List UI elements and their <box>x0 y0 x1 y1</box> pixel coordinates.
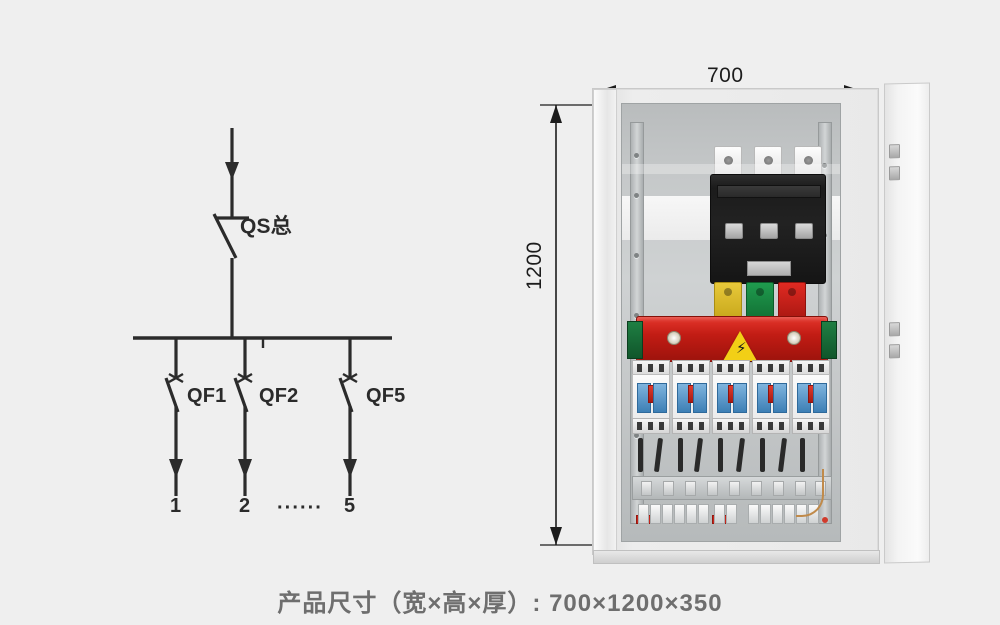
breaker-screw-icon <box>795 223 813 239</box>
distribution-busbar: ⚡ <box>627 316 837 362</box>
main-circuit-breaker <box>710 174 826 284</box>
breaker-bottom-terminals <box>712 418 750 434</box>
branch-1-cross-b <box>168 372 184 384</box>
phase-connector-green <box>746 282 774 318</box>
branch-2-cross-b <box>237 372 253 384</box>
outgoing-cable <box>678 438 683 472</box>
qs-blade <box>212 213 238 259</box>
cabinet-door-left <box>593 89 617 556</box>
door-hinge-icon <box>889 322 900 337</box>
main-terminal-l3 <box>794 146 822 178</box>
outgoing-cable <box>777 437 788 473</box>
outgoing-cable <box>760 438 765 472</box>
phase-connector-red <box>778 282 806 318</box>
product-dimensions-caption: 产品尺寸（宽×高×厚）: 700×1200×350 <box>277 590 723 617</box>
cabinet-enclosure: ⚡ <box>592 82 930 564</box>
breaker-label-qf5: QF5 <box>366 385 406 407</box>
door-hinge-icon <box>889 144 900 159</box>
breaker-top-terminals <box>752 360 790 376</box>
breaker-body <box>712 374 750 420</box>
breaker-screw-icon <box>760 223 778 239</box>
dimension-width-label: 700 <box>707 64 744 87</box>
outgoing-cable <box>653 437 664 473</box>
output-label-1: 1 <box>170 495 182 517</box>
branch-1-arrow-icon <box>169 459 183 478</box>
terminal-block-row <box>636 504 826 524</box>
busbar-end-right <box>821 321 837 359</box>
door-hinge-icon <box>889 166 900 181</box>
grounding-point-icon <box>822 517 828 523</box>
branch-5-cross-b <box>342 372 358 384</box>
outgoing-cable <box>735 437 746 473</box>
outgoing-cable <box>718 438 723 472</box>
breaker-bottom-terminals <box>632 418 670 434</box>
high-voltage-warning-icon <box>723 331 757 361</box>
main-terminal-l2 <box>754 146 782 178</box>
outgoing-cable <box>800 438 805 472</box>
branch-breaker-group <box>712 360 750 438</box>
main-switch-label: QS总 <box>240 215 292 238</box>
breaker-nameplate <box>747 261 791 276</box>
distribution-cabinet-photo: ⚡ <box>520 40 930 564</box>
busbar-end-left <box>627 321 643 359</box>
breaker-body <box>792 374 830 420</box>
branch-5-arrow-icon <box>343 459 357 478</box>
branch-breaker-group <box>792 360 830 438</box>
breaker-screw-icon <box>725 223 743 239</box>
main-breaker-terminals <box>714 146 822 178</box>
breaker-bottom-terminals <box>792 418 830 434</box>
outgoing-cable <box>693 437 704 473</box>
lightning-bolt-icon: ⚡ <box>736 340 747 357</box>
output-ellipsis: ······ <box>277 497 323 519</box>
breaker-label-qf2: QF2 <box>259 385 299 407</box>
breaker-bottom-terminals <box>752 418 790 434</box>
breaker-body <box>672 374 710 420</box>
incoming-arrow-icon <box>225 162 239 180</box>
phase-connector-yellow <box>714 282 742 318</box>
breaker-bottom-terminals <box>672 418 710 434</box>
breaker-label-qf1: QF1 <box>187 385 227 407</box>
busbar-nut-icon <box>787 331 801 345</box>
cabinet-interior: ⚡ <box>621 103 841 542</box>
breaker-handle-slot <box>717 185 821 198</box>
output-label-2: 2 <box>239 495 251 517</box>
main-terminal-l1 <box>714 146 742 178</box>
outgoing-cable <box>638 438 643 472</box>
cabinet-base <box>593 550 880 564</box>
breaker-top-terminals <box>672 360 710 376</box>
branch-breaker-group <box>672 360 710 438</box>
branch-2-arrow-icon <box>238 459 252 478</box>
single-line-diagram: QS总 QF1 QF2 QF5 1 2 ······ 5 <box>0 0 500 570</box>
schematic-svg <box>133 128 392 496</box>
breaker-body <box>632 374 670 420</box>
breaker-top-terminals <box>792 360 830 376</box>
door-hinge-icon <box>889 344 900 359</box>
branch-breaker-group <box>752 360 790 438</box>
busbar-nut-icon <box>667 331 681 345</box>
branch-breaker-bank <box>632 360 830 438</box>
output-label-5: 5 <box>344 495 356 517</box>
breaker-body <box>752 374 790 420</box>
cabinet-door-right <box>884 82 930 564</box>
branch-breaker-group <box>632 360 670 438</box>
